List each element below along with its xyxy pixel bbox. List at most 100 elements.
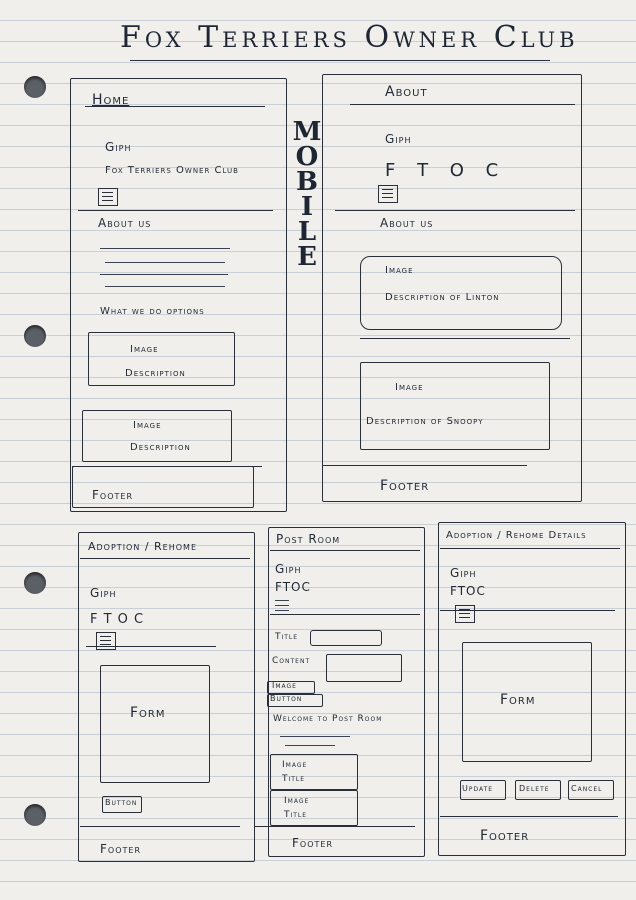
card-image-label: Image [385, 265, 414, 276]
about-us-heading: About us [380, 216, 434, 230]
card-image-label: Image [284, 796, 310, 806]
adoption-header-line [80, 558, 250, 559]
cancel-button-label: Cancel [571, 784, 603, 793]
details-divider [440, 610, 615, 611]
menu-line [275, 610, 289, 611]
text-scribble [105, 286, 225, 287]
cancel-button[interactable] [568, 780, 614, 800]
form-label: Form [500, 692, 536, 708]
mobile-label: MOBILE [292, 117, 322, 272]
post-frame [268, 527, 425, 857]
update-button-label: Update [462, 784, 494, 793]
text-scribble [100, 248, 230, 249]
post-footer-line [255, 826, 415, 827]
adoption-footer-label: Footer [100, 842, 141, 856]
home-frame [70, 78, 287, 512]
about-heading: About [385, 84, 428, 100]
hamburger-menu-icon[interactable] [96, 632, 116, 650]
card-description-label: Description of Snoopy [366, 416, 484, 427]
punch-hole [24, 76, 46, 98]
about-short-name: F T O C [385, 160, 507, 181]
title-field-label: Title [275, 632, 299, 642]
home-card[interactable] [82, 410, 232, 462]
details-short-name: FTOC [450, 584, 486, 598]
home-card[interactable] [88, 332, 235, 386]
home-giph: Giph [105, 140, 132, 154]
card-image-label: Image [282, 760, 308, 770]
post-header-line [270, 550, 420, 551]
adoption-frame [78, 532, 255, 862]
punch-hole [24, 325, 46, 347]
home-what-we-do: What we do options [100, 306, 205, 317]
card-image-label: Image [395, 382, 424, 393]
details-form[interactable] [462, 642, 592, 762]
text-scribble [280, 736, 350, 737]
home-about-heading: About us [98, 216, 152, 230]
card-title-label: Title [284, 810, 308, 820]
punch-hole [24, 572, 46, 594]
card-title-label: Title [282, 774, 306, 784]
card-image-label: Image [133, 420, 162, 431]
card-description-label: Description [125, 368, 186, 379]
details-footer-label: Footer [480, 828, 530, 844]
title-input[interactable] [310, 630, 382, 646]
text-scribble [100, 274, 228, 275]
about-footer-label: Footer [380, 478, 430, 494]
details-header-line [440, 548, 620, 549]
hamburger-menu-icon[interactable] [98, 188, 118, 206]
content-input[interactable] [326, 654, 402, 682]
post-short-name: FTOC [275, 580, 311, 594]
button-label: Button [270, 694, 303, 703]
about-card[interactable] [360, 362, 550, 450]
about-card[interactable] [360, 256, 562, 330]
image-upload-button[interactable] [267, 681, 315, 694]
hamburger-menu-icon[interactable] [455, 605, 475, 623]
text-scribble [105, 262, 225, 263]
adoption-short-name: F T O C [90, 612, 145, 627]
post-card[interactable] [270, 754, 358, 790]
home-site-name: Fox Terriers Owner Club [105, 165, 239, 176]
details-footer-line [440, 816, 618, 817]
delete-button[interactable] [515, 780, 561, 800]
details-frame [438, 522, 626, 856]
post-footer-label: Footer [292, 836, 333, 850]
about-footer-line [322, 465, 527, 466]
card-description-label: Description [130, 442, 191, 453]
post-card[interactable] [270, 790, 358, 826]
hamburger-menu-icon[interactable] [275, 598, 291, 612]
adoption-giph: Giph [90, 586, 117, 600]
post-giph: Giph [275, 562, 302, 576]
home-footer [72, 466, 254, 508]
welcome-text: Welcome to Post Room [273, 714, 383, 724]
about-frame [322, 74, 582, 502]
menu-line [275, 605, 289, 606]
about-giph: Giph [385, 132, 412, 146]
adoption-heading: Adoption / Rehome [88, 540, 197, 553]
card-description-label: Description of Linton [385, 292, 500, 303]
form-label: Form [130, 705, 166, 721]
image-button-label: Image [272, 681, 297, 690]
about-divider [335, 210, 575, 211]
text-scribble [285, 745, 335, 746]
update-button[interactable] [460, 780, 506, 800]
adoption-footer-line [80, 826, 240, 827]
adoption-form[interactable] [100, 665, 210, 783]
post-heading: Post Room [276, 532, 341, 546]
content-field-label: Content [272, 656, 311, 666]
home-heading: Home [92, 92, 130, 108]
delete-button-label: Delete [519, 784, 550, 793]
post-submit-button[interactable] [267, 694, 323, 707]
home-divider [78, 210, 273, 211]
sketch-title: Fox Terriers Owner Club [120, 20, 579, 55]
details-giph: Giph [450, 566, 477, 580]
home-header-line [85, 106, 265, 107]
adoption-submit-button[interactable] [102, 796, 142, 813]
home-footer-label: Footer [92, 488, 133, 502]
title-underline [130, 60, 550, 61]
button-label: Button [105, 798, 138, 807]
details-heading: Adoption / Rehome Details [446, 530, 587, 541]
adoption-divider [86, 646, 216, 647]
menu-line [275, 600, 289, 601]
hamburger-menu-icon[interactable] [378, 185, 398, 203]
